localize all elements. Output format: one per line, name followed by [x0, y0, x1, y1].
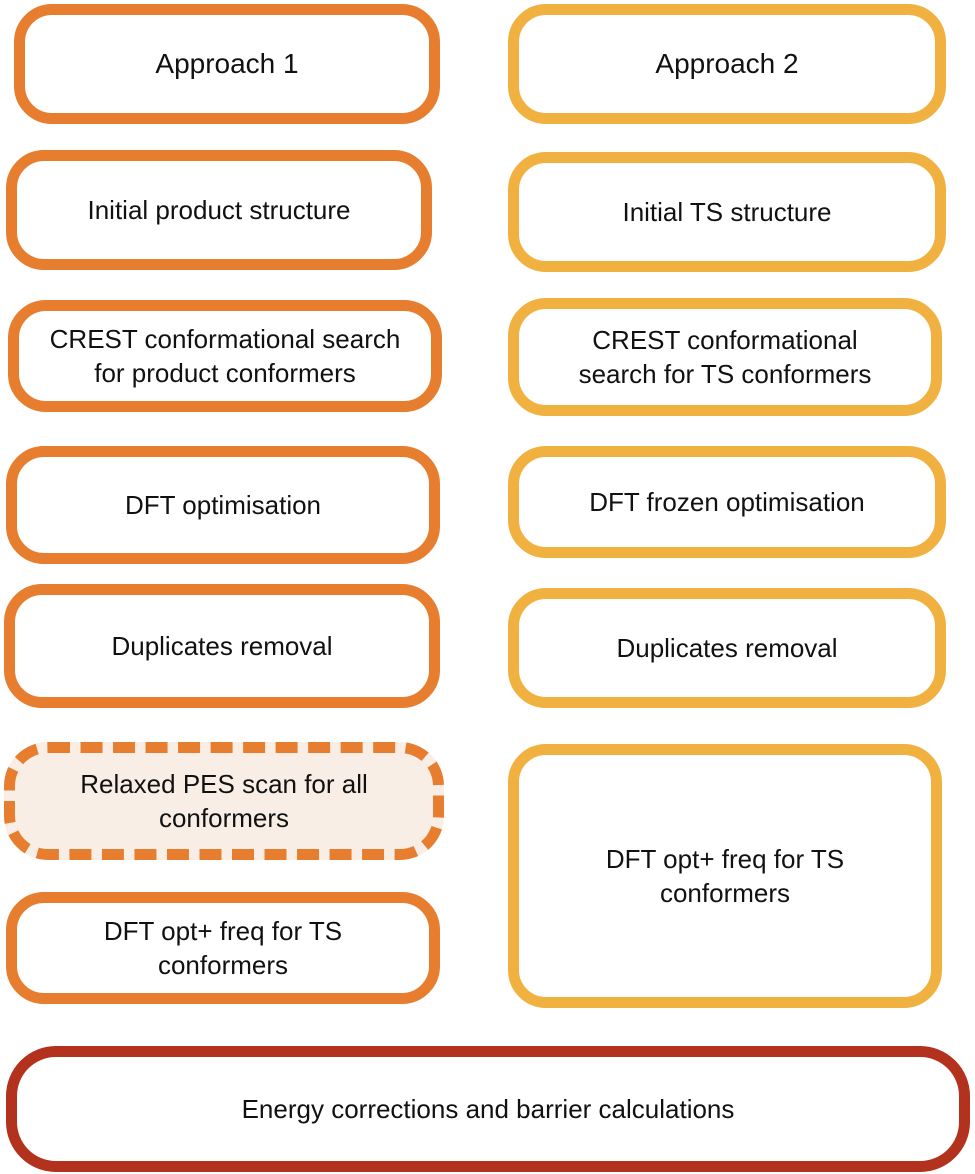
final-step-energy-corrections: Energy corrections and barrier calculati…	[6, 1046, 970, 1172]
approach1-step-relaxed-pes-scan: Relaxed PES scan for all conformers	[4, 742, 444, 860]
approach2-step-crest-search: CREST conformational search for TS confo…	[508, 298, 942, 416]
approach2-step-initial-ts: Initial TS structure	[508, 152, 946, 272]
approach2-step-label: CREST conformational search for TS confo…	[578, 325, 872, 389]
approach1-step-label: Initial product structure	[87, 195, 351, 225]
approach1-step-duplicates-removal: Duplicates removal	[4, 584, 440, 708]
approach1-step-label: Duplicates removal	[111, 631, 333, 661]
approach1-title: Approach 1	[155, 48, 299, 79]
approach1-title-box: Approach 1	[14, 4, 440, 124]
approach1-step-label: Relaxed PES scan for all conformers	[80, 769, 368, 833]
approach1-step-dft-opt-freq: DFT opt+ freq for TS conformers	[6, 892, 440, 1004]
approach2-step-duplicates-removal: Duplicates removal	[508, 588, 946, 708]
approach2-step-label: Initial TS structure	[622, 197, 832, 227]
approach2-step-dft-opt-freq: DFT opt+ freq for TS conformers	[508, 744, 942, 1008]
approach2-step-dft-frozen-optimisation: DFT frozen optimisation	[508, 446, 946, 558]
approach2-step-label: DFT opt+ freq for TS conformers	[605, 844, 845, 908]
approach1-step-crest-search: CREST conformational search for product …	[8, 300, 442, 412]
approach1-step-label: CREST conformational search for product …	[49, 324, 401, 388]
approach1-step-label: DFT opt+ freq for TS conformers	[103, 916, 343, 980]
approach2-title-box: Approach 2	[508, 4, 946, 124]
approach1-step-initial-product: Initial product structure	[6, 150, 432, 270]
approach1-step-dft-optimisation: DFT optimisation	[6, 446, 440, 564]
approach1-step-label: DFT optimisation	[124, 490, 322, 520]
approach2-title: Approach 2	[655, 48, 799, 79]
approach2-step-label: DFT frozen optimisation	[589, 487, 865, 517]
final-step-label: Energy corrections and barrier calculati…	[241, 1094, 735, 1124]
approach2-step-label: Duplicates removal	[616, 633, 838, 663]
